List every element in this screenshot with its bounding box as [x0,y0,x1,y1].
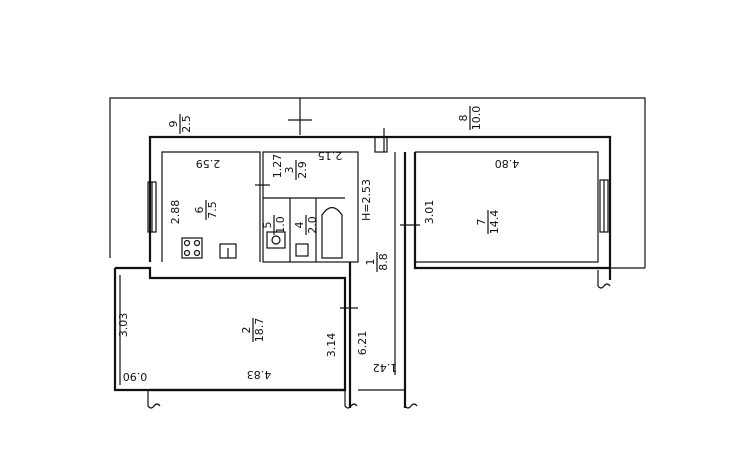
room-label-2: 2 18.7 [240,318,266,343]
washbasin-bowl [271,235,281,245]
room-label-4: 4 2.0 [293,215,319,235]
room-label-6: 6 7.5 [193,200,219,220]
break-line-right [404,390,418,409]
room-6-number: 6 [193,207,206,214]
room-5-number: 5 [261,222,274,229]
dim-living-side: 3.14 [325,333,338,358]
bedroom-bottom-wall [413,152,610,270]
wc-block [262,151,359,263]
room-3-number: 3 [283,167,296,174]
room-3-area: 2.9 [296,161,309,179]
stove-burner [183,239,191,247]
stove-icon [181,237,203,259]
stove-burner [183,249,191,257]
dim-kitchen-width: 2.59 [196,157,221,170]
kitchen-inner-wall [161,151,261,262]
balcony-door [374,136,388,153]
room-9-number: 9 [167,121,180,128]
room-1-number: 1 [364,259,377,266]
stove-burner [193,239,201,247]
room-8-area: 10.0 [470,106,483,131]
room-7-area: 14.4 [488,210,501,235]
room-2-number: 2 [240,327,253,334]
break-line-mid [344,390,358,409]
room-5-area: 1.0 [274,216,287,234]
dim-ceiling-height: H=2.53 [360,179,373,221]
room-6-area: 7.5 [206,201,219,219]
dim-corridor-length: 6.21 [356,331,369,356]
dim-bedroom-width: 4.80 [495,157,520,170]
dim-living-width: 4.83 [247,368,272,381]
room-label-7: 7 14.4 [475,210,501,235]
dim-hall-width: 2.15 [318,149,343,162]
room-label-5: 5 1.0 [261,215,287,235]
dim-wc-width: 1.27 [271,154,284,179]
room-label-8: 8 10.0 [457,106,483,131]
break-line-bedroom [597,270,611,289]
outer-loggia-wall [109,97,646,268]
room-8-number: 8 [457,115,470,122]
dim-living-depth: 3.03 [117,313,130,338]
room-4-number: 4 [293,222,306,229]
living-room-wall [113,266,347,392]
room-4-area: 2.0 [306,216,319,234]
toilet-icon [295,243,309,257]
break-line-left [147,390,161,409]
room-label-1: 1 8.8 [364,252,390,272]
washbasin-icon [266,231,286,249]
dim-kitchen-depth: 2.88 [169,200,182,225]
dim-corridor-width: 1.42 [373,361,398,374]
bathtub-icon [321,206,343,259]
stove-burner [193,249,201,257]
room-label-9: 9 2.5 [167,114,193,134]
room-label-3: 3 2.9 [283,160,309,180]
dim-bedroom-depth: 3.01 [423,200,436,225]
bedroom-inner-wall [415,151,599,263]
room-1-area: 8.8 [377,253,390,271]
room-9-area: 2.5 [180,115,193,133]
room-7-number: 7 [475,219,488,226]
dim-balcony-width: 0.90 [123,370,148,383]
room-2-area: 18.7 [253,318,266,343]
